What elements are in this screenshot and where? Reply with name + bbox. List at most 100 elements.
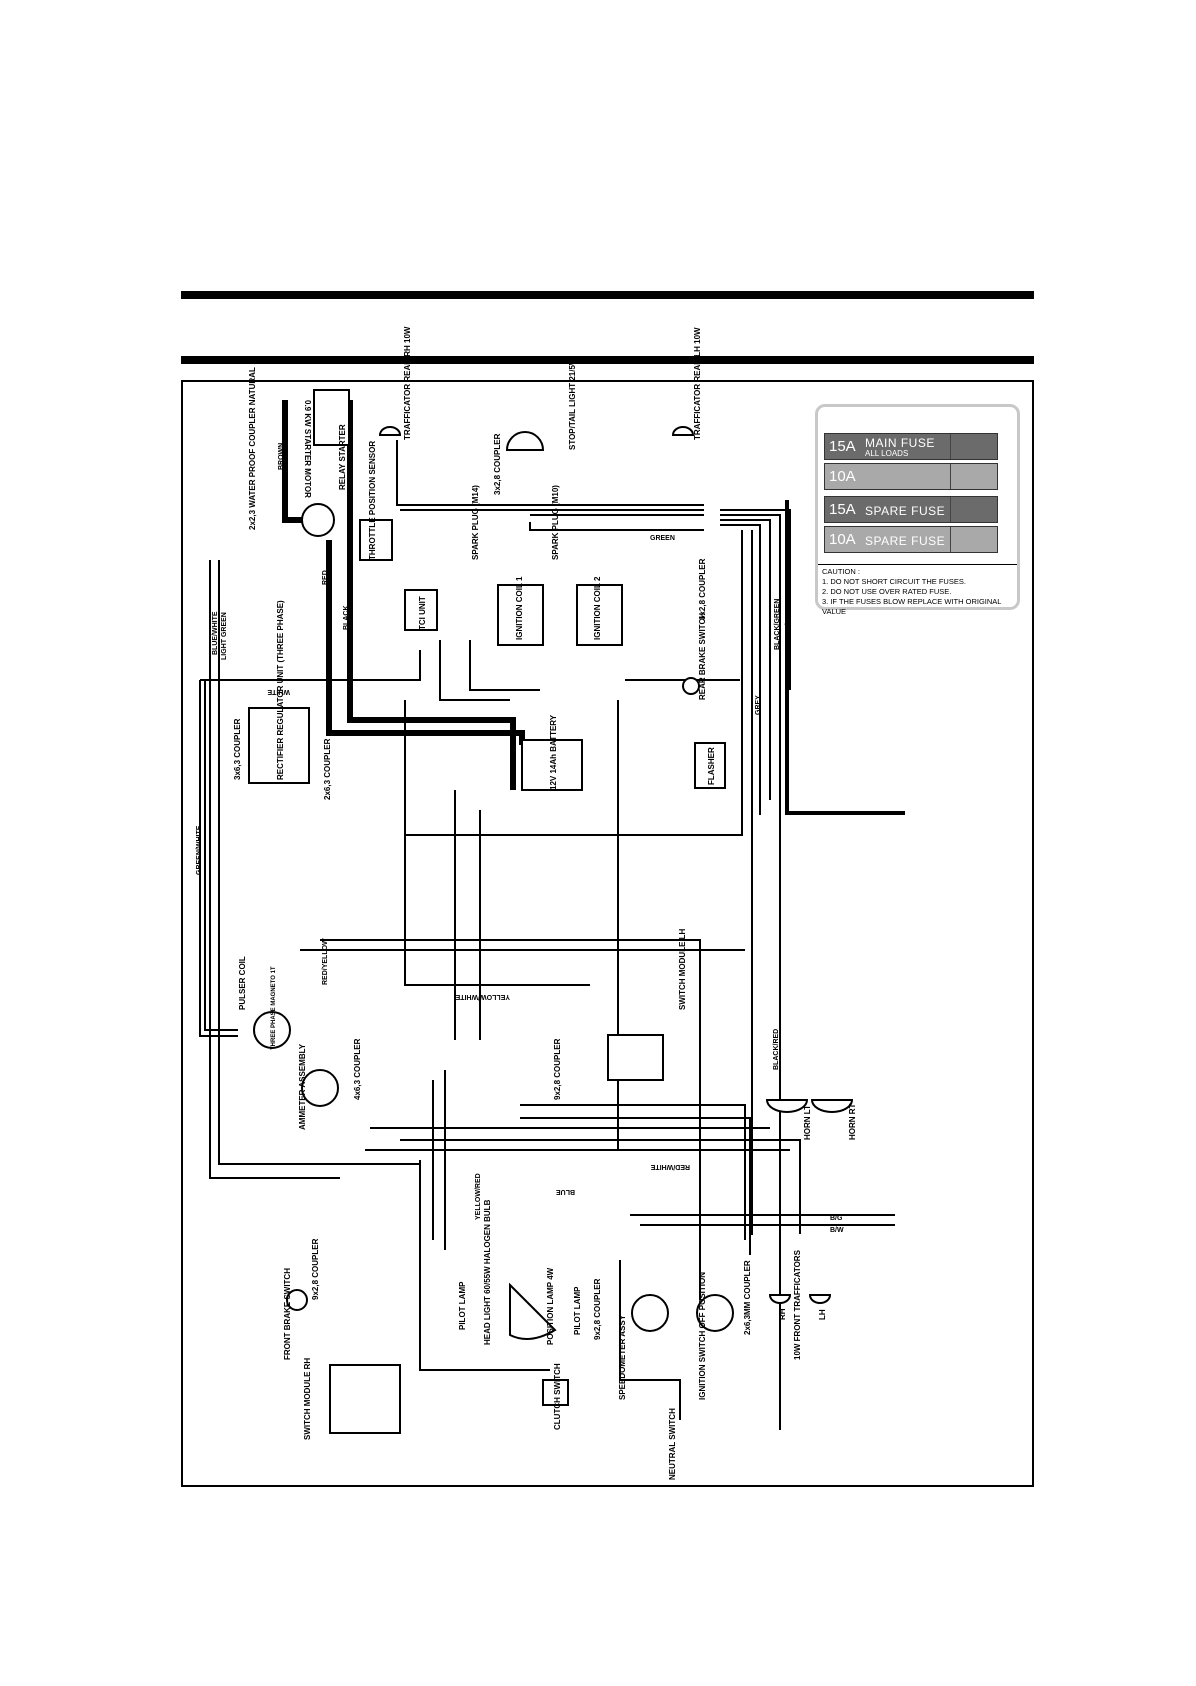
label-starter-motor: 0.9 KW STARTER MOTOR bbox=[303, 400, 312, 498]
wire-label-black-white: BLACK/WHITE bbox=[785, 601, 792, 650]
wire-label-blue: BLUE bbox=[556, 1188, 575, 1195]
diagram-frame bbox=[181, 380, 1034, 1487]
magneto bbox=[253, 1011, 291, 1049]
fuse-label: MAIN FUSE bbox=[865, 436, 935, 450]
label-pilot-lamp-1: PILOT LAMP bbox=[458, 1281, 467, 1330]
label-coupler-natural: 2x2,3 WATER PROOF COUPLER NATURAL bbox=[248, 367, 257, 530]
wire-label-bg: B/G bbox=[830, 1215, 843, 1222]
header-rule-bottom bbox=[181, 356, 1034, 364]
caution-line: 2. DO NOT USE OVER RATED FUSE. bbox=[822, 587, 952, 596]
wire-label-yellow-red: YELLOW/RED bbox=[475, 1173, 482, 1220]
wire-label-white: WHITE bbox=[267, 688, 290, 695]
label-coupler-2x63mm: 2x6,3MM COUPLER bbox=[743, 1260, 752, 1335]
caution-title: CAUTION : bbox=[822, 567, 860, 576]
label-trafficator-rear-lh: TRAFFICATOR REAR LH 10W bbox=[693, 327, 702, 440]
label-pilot-lamp-2: PILOT LAMP bbox=[573, 1286, 582, 1335]
trafficator-front-rh bbox=[768, 1294, 792, 1304]
wire-brown-mid bbox=[439, 640, 510, 701]
fuse-sublabel: ALL LOADS bbox=[865, 449, 909, 458]
trafficator-rear-lh bbox=[671, 426, 695, 436]
ignition-switch bbox=[696, 1294, 734, 1332]
wire-black-green-lower bbox=[520, 1104, 746, 1240]
fuse-row: 15A SPARE FUSE bbox=[824, 496, 998, 523]
label-trafficator-rh: RH bbox=[778, 1308, 787, 1320]
fuse-slot bbox=[950, 464, 997, 489]
wire-6x28-out1 bbox=[720, 509, 791, 690]
wire-label-green: GREEN bbox=[650, 535, 675, 542]
fuse-label: SPARE FUSE bbox=[865, 534, 946, 548]
label-spark-plug-1: SPARK PLUG (M14) bbox=[471, 485, 480, 560]
front-brake-switch bbox=[286, 1289, 308, 1311]
wire-label-red-yellow: RED/YELLOW bbox=[322, 938, 329, 985]
horn-lt bbox=[765, 1099, 809, 1113]
label-switch-module-rh: SWITCH MODULE RH bbox=[303, 1358, 312, 1440]
wire-white-left bbox=[199, 680, 238, 1037]
wire-blue-white bbox=[209, 560, 340, 1179]
label-switch-module-lh: SWITCH MODULE LH bbox=[678, 928, 687, 1010]
head-light bbox=[509, 1282, 557, 1340]
rectifier-regulator bbox=[248, 707, 310, 784]
label-battery: 12V 14Ah BATTERY bbox=[549, 714, 558, 790]
fuse-row: 10A SPARE FUSE bbox=[824, 526, 998, 553]
label-ammeter: AMMETER ASSEMBLY bbox=[298, 1043, 307, 1130]
label-coupler-9x28-speedo: 9x2,8 COUPLER bbox=[593, 1278, 602, 1340]
fuse-panel: 15A MAIN FUSE ALL LOADS 10A 15A SPARE FU… bbox=[815, 404, 1020, 616]
label-throttle-sensor: THROTTLE POSITION SENSOR bbox=[368, 441, 377, 560]
horn-rt bbox=[810, 1099, 854, 1113]
wire-6x28-out2 bbox=[720, 514, 781, 1430]
ignition-coil-2 bbox=[576, 584, 623, 646]
wire-label-green-white: GREEN/WHITE bbox=[196, 825, 203, 875]
wire-red-lower bbox=[320, 939, 701, 1300]
label-spark-plug-2: SPARK PLUG (M10) bbox=[551, 485, 560, 560]
label-front-trafficators: 10W FRONT TRAFFICATORS bbox=[793, 1249, 802, 1360]
label-front-brake-switch: FRONT BRAKE SWITCH bbox=[283, 1268, 292, 1360]
label-trafficator-lh: LH bbox=[818, 1309, 827, 1320]
wire-6x28-out3 bbox=[720, 519, 771, 800]
label-ignition-coil-2: IGNITION COIL 2 bbox=[593, 576, 602, 640]
wire-label-light-green: LIGHT GREEN bbox=[221, 612, 228, 660]
wire-black-right bbox=[405, 530, 743, 836]
wire-green-top bbox=[529, 522, 704, 531]
flasher bbox=[694, 742, 726, 789]
wire-green-white bbox=[204, 680, 238, 1031]
label-clutch-switch: CLUTCH SWITCH bbox=[553, 1363, 562, 1430]
fuse-rating: 10A bbox=[829, 531, 856, 548]
wire-label-yellow-white: YELLOW/WHITE bbox=[455, 993, 510, 1000]
wire-black-top bbox=[396, 440, 704, 506]
switch-module-rh bbox=[329, 1364, 401, 1434]
label-coupler-9x28-rh: 9x2,8 COUPLER bbox=[311, 1238, 320, 1300]
label-head-light: HEAD LIGHT 60/55W HALOGEN BULB bbox=[483, 1199, 492, 1345]
caution-line: 1. DO NOT SHORT CIRCUIT THE FUSES. bbox=[822, 577, 966, 586]
fuse-label: SPARE FUSE bbox=[865, 504, 946, 518]
stop-tail-light bbox=[505, 431, 545, 451]
label-trafficator-rear-rh: TRAFFICATOR REAR RH 10W bbox=[403, 326, 412, 440]
fuse-slot bbox=[950, 434, 997, 459]
throttle-position-sensor bbox=[359, 519, 393, 561]
label-coupler-2x63: 2x6,3 COUPLER bbox=[323, 738, 332, 800]
ignition-coil-1 bbox=[497, 584, 544, 646]
relay-starter bbox=[301, 503, 335, 537]
label-coupler-9x28-lh: 9x2,8 COUPLER bbox=[553, 1038, 562, 1100]
label-horn-lt: HORN LT bbox=[803, 1105, 812, 1140]
label-coupler-4x63: 4x6,3 COUPLER bbox=[353, 1038, 362, 1100]
fuse-rating: 15A bbox=[829, 438, 856, 455]
wire-battery-black bbox=[347, 400, 516, 790]
trafficator-rear-rh bbox=[378, 426, 402, 436]
wire-label-black-green: BLACK/GREEN bbox=[774, 599, 781, 650]
fuse-rating: 10A bbox=[829, 468, 856, 485]
caution-note: CAUTION : 1. DO NOT SHORT CIRCUIT THE FU… bbox=[818, 564, 1017, 619]
wire-label-black: BLACK bbox=[343, 606, 350, 631]
wire-6x28-out4 bbox=[720, 524, 761, 815]
wire-label-blue-white: BLUE/WHITE bbox=[212, 611, 219, 655]
label-coupler-3x63: 3x6,3 COUPLER bbox=[233, 718, 242, 780]
label-tci-unit: TCI UNIT bbox=[418, 596, 427, 630]
wire-battery-red bbox=[326, 540, 525, 745]
wire-white-top bbox=[200, 650, 421, 681]
rear-brake-switch bbox=[682, 677, 700, 695]
fuse-slot bbox=[950, 497, 997, 522]
caution-line: 3. IF THE FUSES BLOW REPLACE WITH ORIGIN… bbox=[822, 597, 1002, 616]
label-coupler-6x28: 6x2,8 COUPLER bbox=[698, 558, 707, 620]
label-neutral-switch: NEUTRAL SWITCH bbox=[668, 1408, 677, 1480]
wire-speedo-brown bbox=[619, 1260, 681, 1420]
